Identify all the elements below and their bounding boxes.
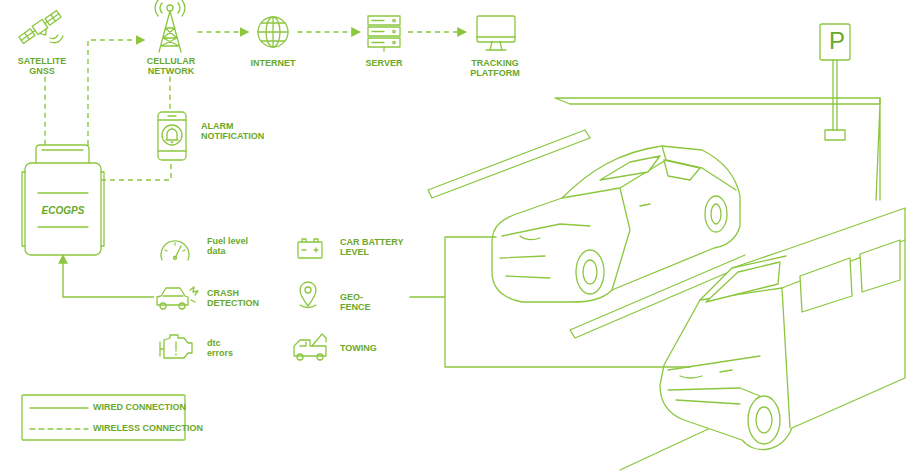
geo-fence-bracket: [410, 237, 690, 367]
engine-icon: [160, 335, 192, 358]
icon-label: CELLULAR NETWORK: [145, 0, 198, 77]
brand-text: ECOGPS: [25, 205, 101, 217]
wireless-connector: [101, 160, 171, 180]
node-label: Fuel level data: [207, 236, 255, 257]
node-label: TOWING: [340, 343, 377, 353]
phone-icon: [158, 112, 186, 160]
wireless-connector: [298, 31, 361, 32]
node-label: CAR BATTERY LEVEL: [340, 237, 414, 258]
van-illustration: [660, 208, 905, 450]
legend-box: [22, 395, 185, 440]
gps-device: [22, 145, 104, 255]
globe-icon: [258, 17, 288, 47]
icon-label: CRASH DETECTION: [154, 284, 259, 312]
node-label: CRASH DETECTION: [207, 288, 259, 309]
node-label: ALARM NOTIFICATION: [201, 121, 264, 142]
signal-waves: [50, 35, 63, 43]
wireless-connector: [44, 77, 45, 145]
node-label: TRACKING PLATFORM: [470, 58, 519, 79]
icon-label: INTERNET: [249, 12, 298, 68]
icon-label: CAR BATTERY LEVEL: [296, 236, 414, 260]
node-label: dtc errors: [207, 338, 233, 359]
node-label: SERVER: [366, 58, 403, 68]
node-label: INTERNET: [251, 58, 296, 68]
icon-label: SATELLITE GNSS: [16, 6, 69, 77]
sign-letter: P: [829, 27, 845, 56]
wireless-connector: [198, 31, 249, 32]
car-illustration: [492, 146, 740, 302]
node-label: CELLULAR NETWORK: [147, 56, 196, 77]
server-icon: [368, 16, 400, 51]
icon-label: TOWING: [292, 333, 377, 361]
wired-sample: [30, 407, 88, 408]
crash-car-icon: [157, 287, 198, 309]
legend-text: WIRED CONNECTION: [93, 403, 186, 413]
tower-icon: [155, 0, 185, 52]
wireless-connector: [408, 31, 466, 32]
icon-label: ALARM NOTIFICATION: [156, 110, 264, 160]
device-box: ECOGPS: [25, 145, 101, 255]
node-label: SATELLITE GNSS: [18, 56, 66, 77]
wireless-connector: [169, 77, 170, 110]
wireless-sample: [30, 428, 88, 429]
icon-label: SERVER: [360, 12, 408, 68]
satellite-icon: [18, 10, 64, 49]
icon-label: GEO-FENCE: [297, 283, 371, 313]
monitor-icon: [477, 16, 515, 50]
tow-truck-icon: [294, 334, 326, 360]
icon-label: Fuel level data: [158, 234, 255, 264]
node-label: GEO-FENCE: [340, 292, 371, 313]
icon-label: dtc errors: [156, 334, 233, 362]
parking-sign: [820, 24, 850, 140]
icon-label: TRACKING PLATFORM: [466, 12, 524, 79]
legend-text: WIRELESS CONNECTION: [93, 424, 203, 434]
wireless-connector: [88, 40, 145, 145]
map-pin-icon: [300, 282, 316, 308]
battery-icon: [298, 239, 322, 258]
fuel-gauge-icon: [161, 241, 189, 260]
wired-connector: [63, 255, 154, 297]
